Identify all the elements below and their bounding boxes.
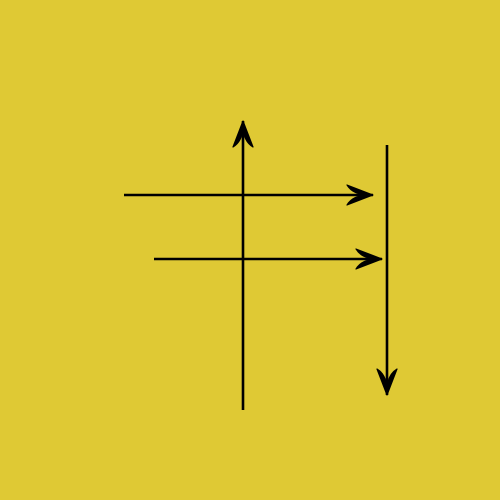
horizontal-right-arrow-lower <box>154 248 383 270</box>
vertical-down-arrow-head <box>376 368 398 396</box>
vertical-up-arrow-head <box>232 120 254 148</box>
horizontal-right-arrow-upper <box>124 184 374 206</box>
vertical-up-arrow <box>232 120 254 410</box>
horizontal-right-arrow-lower-head <box>355 248 383 270</box>
arrows-group <box>124 120 398 410</box>
vertical-down-arrow <box>376 145 398 396</box>
horizontal-right-arrow-upper-head <box>346 184 374 206</box>
